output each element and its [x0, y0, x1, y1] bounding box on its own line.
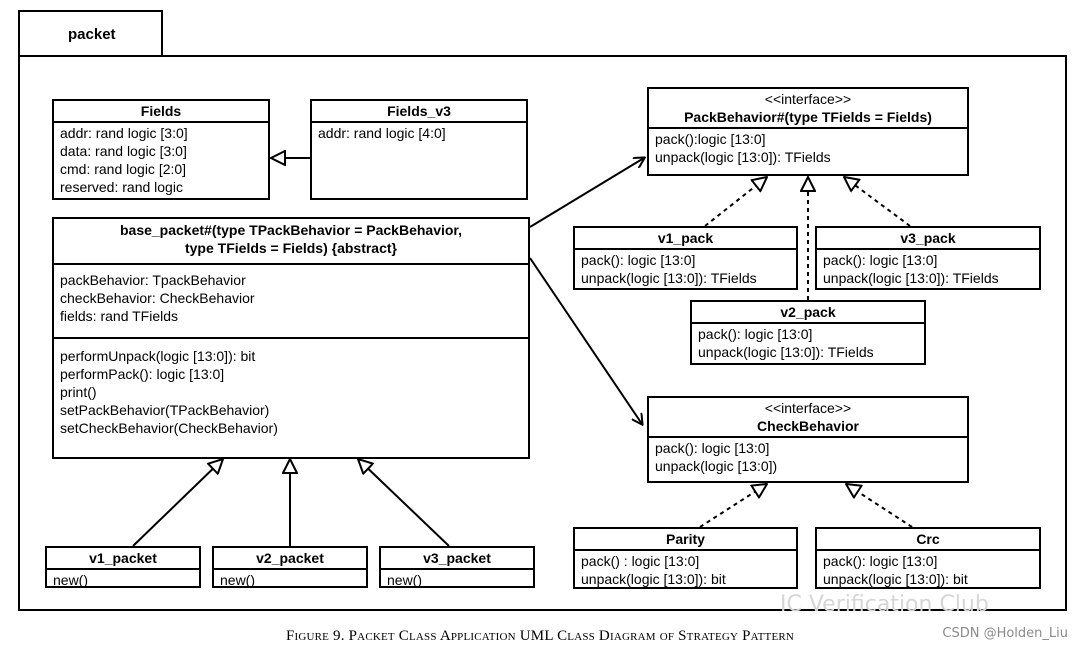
attribute: reserved: rand logic [60, 179, 183, 195]
class-parity: Parity pack() : logic [13:0] unpack(logi… [573, 527, 798, 589]
attributes: addr: rand logic [4:0] [312, 123, 526, 143]
method: new() [387, 572, 423, 588]
attributes: addr: rand logic [3:0] data: rand logic … [54, 123, 268, 197]
method: pack(): logic [13:0] [823, 252, 938, 268]
class-name: v2_packet [214, 548, 366, 570]
v3-packet-inherits [358, 459, 450, 547]
v1-packet-inherits [132, 459, 223, 547]
method: unpack(logic [13:0]): TFields [655, 149, 831, 165]
class-fields-v3: Fields_v3 addr: rand logic [4:0] [310, 99, 528, 200]
class-v1-packet: v1_packet new() [45, 546, 201, 588]
method: print() [60, 384, 97, 400]
attribute: cmd: rand logic [2:0] [60, 161, 187, 177]
class-name: v3_packet [381, 548, 533, 570]
class-v2-pack: v2_pack pack(): logic [13:0] unpack(logi… [690, 300, 926, 365]
stereotype: <<interface>> [764, 91, 852, 107]
method: performPack(): logic [13:0] [60, 366, 225, 382]
watermark: IC Verification Club [780, 592, 989, 617]
class-name: v1_pack [575, 228, 796, 250]
attribute: data: rand logic [3:0] [60, 143, 187, 159]
class-name: <<interface>> PackBehavior#(type TFields… [649, 89, 967, 129]
class-name-line: type TFields = Fields) {abstract} [184, 240, 397, 256]
interface-name: CheckBehavior [757, 418, 859, 434]
class-v3-pack: v3_pack pack(): logic [13:0] unpack(logi… [815, 226, 1041, 290]
attribute: addr: rand logic [3:0] [60, 125, 188, 141]
method: unpack(logic [13:0]): TFields [823, 270, 999, 286]
class-v2-packet: v2_packet new() [212, 546, 368, 588]
interface-check-behavior: <<interface>> CheckBehavior pack(): logi… [647, 396, 969, 483]
methods: pack(): logic [13:0] unpack(logic [13:0]… [817, 250, 1039, 288]
methods: pack(): logic [13:0] unpack(logic [13:0]… [649, 438, 967, 476]
method: pack(): logic [13:0] [655, 440, 770, 456]
class-fields: Fields addr: rand logic [3:0] data: rand… [52, 99, 270, 200]
class-crc: Crc pack(): logic [13:0] unpack(logic [1… [815, 527, 1041, 589]
methods: new() [47, 570, 199, 590]
class-name: Crc [817, 529, 1039, 551]
method: unpack(logic [13:0]): TFields [698, 344, 874, 360]
class-name: base_packet#(type TPackBehavior = PackBe… [54, 219, 528, 265]
crc-realizes [846, 484, 913, 528]
class-name: Fields [54, 101, 268, 123]
parity-realizes [699, 484, 767, 528]
methods: pack(): logic [13:0] unpack(logic [13:0]… [692, 324, 924, 362]
methods: pack():logic [13:0] unpack(logic [13:0])… [649, 129, 967, 167]
class-v1-pack: v1_pack pack(): logic [13:0] unpack(logi… [573, 226, 798, 290]
attribute: packBehavior: TpackBehavior [60, 272, 246, 288]
method: unpack(logic [13:0]): TFields [581, 270, 757, 286]
figure-caption: Figure 9. Packet Class Application UML C… [285, 628, 795, 644]
class-v3-packet: v3_packet new() [379, 546, 535, 588]
methods: performUnpack(logic [13:0]): bit perform… [54, 337, 528, 438]
interface-name: PackBehavior#(type TFields = Fields) [684, 109, 932, 125]
v3-pack-realizes [844, 177, 911, 227]
class-name-line: base_packet#(type TPackBehavior = PackBe… [119, 222, 462, 238]
attribute: fields: rand TFields [60, 308, 179, 324]
base-packet-to-checkbehavior [529, 257, 642, 424]
class-name: v2_pack [692, 302, 924, 324]
method: pack(): logic [13:0] [823, 553, 938, 569]
method: pack() : logic [13:0] [581, 553, 700, 569]
method: unpack(logic [13:0]): bit [823, 571, 968, 587]
method: new() [53, 572, 89, 588]
attribute: checkBehavior: CheckBehavior [60, 290, 255, 306]
methods: new() [214, 570, 366, 590]
method: pack(): logic [13:0] [698, 326, 813, 342]
methods: pack() : logic [13:0] unpack(logic [13:0… [575, 551, 796, 589]
package-tab: packet [18, 10, 163, 55]
method: pack():logic [13:0] [655, 131, 766, 147]
class-name: Parity [575, 529, 796, 551]
class-base-packet: base_packet#(type TPackBehavior = PackBe… [52, 217, 530, 459]
class-name: <<interface>> CheckBehavior [649, 398, 967, 438]
method: unpack(logic [13:0]) [655, 458, 778, 474]
interface-pack-behavior: <<interface>> PackBehavior#(type TFields… [647, 87, 969, 176]
class-name: v3_pack [817, 228, 1039, 250]
stereotype: <<interface>> [764, 400, 852, 416]
methods: pack(): logic [13:0] unpack(logic [13:0]… [817, 551, 1039, 589]
method: performUnpack(logic [13:0]): bit [60, 348, 256, 364]
package-label: packet [68, 26, 116, 43]
class-name: Fields_v3 [312, 101, 526, 123]
method: unpack(logic [13:0]): bit [581, 571, 726, 587]
method: setCheckBehavior(CheckBehavior) [60, 420, 278, 436]
method: new() [220, 572, 256, 588]
package-frame [18, 55, 1067, 611]
method: setPackBehavior(TPackBehavior) [60, 402, 270, 418]
methods: new() [381, 570, 533, 590]
class-name: v1_packet [47, 548, 199, 570]
base-packet-to-packbehavior [529, 158, 644, 228]
methods: pack(): logic [13:0] unpack(logic [13:0]… [575, 250, 796, 288]
method: pack(): logic [13:0] [581, 252, 696, 268]
attributes: packBehavior: TpackBehavior checkBehavio… [54, 265, 528, 337]
attribute: addr: rand logic [4:0] [318, 125, 446, 141]
v1-pack-realizes [704, 177, 767, 227]
credit-watermark: CSDN @Holden_Liu [942, 626, 1068, 641]
